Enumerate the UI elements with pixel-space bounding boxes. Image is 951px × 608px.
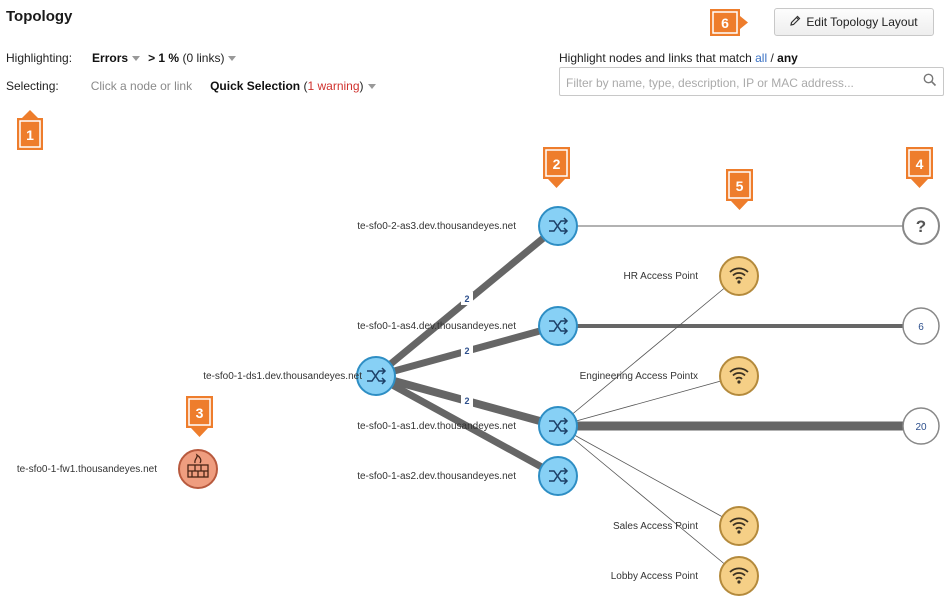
node-label-ap-lobby: Lobby Access Point [611, 571, 698, 582]
node-label-as4: te-sfo0-1-as4.dev.thousandeyes.net [357, 321, 516, 332]
selecting-hint: Click a node or link [90, 79, 193, 93]
search-input[interactable] [560, 68, 922, 97]
node-as1[interactable] [538, 406, 578, 446]
node-label-as2: te-sfo0-1-as2.dev.thousandeyes.net [357, 471, 516, 482]
highlight-match-row: Highlight nodes and links that match all… [559, 51, 798, 65]
chevron-down-icon [132, 56, 141, 62]
chevron-down-icon [228, 56, 237, 62]
callout-3: 3 [186, 396, 213, 437]
callout-1: 1 [17, 110, 43, 150]
highlighting-label: Highlighting: [6, 51, 73, 65]
edit-topology-layout-label: Edit Topology Layout [806, 15, 918, 29]
node-label-as1: te-sfo0-1-as1.dev.thousandeyes.net [357, 421, 516, 432]
svg-text:1: 1 [26, 127, 34, 143]
svg-text:6: 6 [721, 15, 729, 31]
link-ds1-as2[interactable] [374, 372, 560, 480]
link-as1-ap-lobby[interactable] [557, 425, 740, 577]
svg-text:2: 2 [464, 294, 469, 304]
page-title: Topology [6, 8, 73, 25]
link-badge-ds1-as1: 2 [461, 394, 473, 407]
node-label-fw1: te-sfo0-1-fw1.thousandeyes.net [17, 464, 157, 475]
node-as4[interactable] [538, 306, 578, 346]
svg-text:2: 2 [553, 156, 561, 172]
node-count-20: 20 [915, 422, 927, 433]
node-ap-eng[interactable] [719, 356, 759, 396]
node-label-as3: te-sfo0-2-as3.dev.thousandeyes.net [357, 221, 516, 232]
callout-5: 5 [726, 169, 753, 210]
chevron-down-icon [367, 84, 376, 90]
node-ap-hr[interactable] [719, 256, 759, 296]
warning-count: 1 warning [307, 79, 360, 93]
highlighting-row: Highlighting: Errors > 1 % (0 links) [6, 51, 237, 65]
callout-4: 4 [906, 147, 933, 188]
quick-selection-dropdown[interactable]: Quick Selection (1 warning) [210, 79, 376, 93]
link-as1-ap-hr[interactable] [557, 275, 740, 427]
node-fw1[interactable] [178, 449, 218, 489]
highlighting-links-count: (0 links) [182, 51, 225, 65]
node-group-6[interactable]: 6 [902, 307, 940, 345]
svg-text:3: 3 [196, 405, 204, 421]
link-as1-ap-sales[interactable] [557, 425, 740, 527]
firewall-icon [187, 453, 209, 478]
node-as2[interactable] [538, 456, 578, 496]
selecting-row: Selecting: Click a node or link Quick Se… [6, 79, 376, 93]
warning-paren-close: ) [359, 79, 364, 93]
svg-text:4: 4 [916, 156, 924, 172]
node-ds1[interactable] [356, 356, 396, 396]
node-label-ap-sales: Sales Access Point [613, 521, 698, 532]
link-badge-ds1-as3: 2 [461, 292, 473, 305]
svg-text:2: 2 [464, 346, 469, 356]
search-box [559, 67, 944, 97]
node-count-6: 6 [918, 322, 924, 333]
callout-2: 2 [543, 147, 570, 188]
search-icon[interactable] [923, 73, 937, 92]
link-badge-ds1-as4: 2 [461, 344, 473, 357]
node-as3[interactable] [538, 206, 578, 246]
svg-text:5: 5 [736, 178, 744, 194]
quick-selection-label: Quick Selection [210, 79, 301, 93]
warning-paren-open: ( [303, 79, 308, 93]
node-label-ap-hr: HR Access Point [624, 271, 699, 282]
pencil-icon [790, 15, 801, 29]
match-any-link[interactable]: any [777, 51, 798, 65]
highlighting-threshold: > 1 % [148, 51, 180, 65]
node-unknown[interactable]: ? [902, 207, 940, 245]
svg-text:2: 2 [464, 396, 469, 406]
highlighting-threshold-dropdown[interactable]: > 1 % (0 links) [148, 51, 237, 65]
question-icon: ? [916, 217, 926, 236]
highlight-match-prefix: Highlight nodes and links that match [559, 51, 752, 65]
match-all-link[interactable]: all [755, 51, 768, 65]
match-separator: / [770, 51, 774, 65]
node-ap-sales[interactable] [719, 506, 759, 546]
link-as1-ap-eng[interactable] [557, 375, 740, 427]
node-label-ap-eng: Engineering Access Pointx [580, 371, 698, 382]
highlighting-metric-dropdown[interactable]: Errors [92, 51, 141, 65]
node-group-20[interactable]: 20 [902, 407, 940, 445]
node-ap-lobby[interactable] [719, 556, 759, 596]
edit-topology-layout-button[interactable]: Edit Topology Layout [774, 8, 934, 36]
callout-6: 6 [710, 9, 748, 36]
highlighting-metric-value: Errors [92, 51, 129, 65]
node-label-ds1: te-sfo0-1-ds1.dev.thousandeyes.net [203, 371, 362, 382]
selecting-label: Selecting: [6, 79, 59, 93]
